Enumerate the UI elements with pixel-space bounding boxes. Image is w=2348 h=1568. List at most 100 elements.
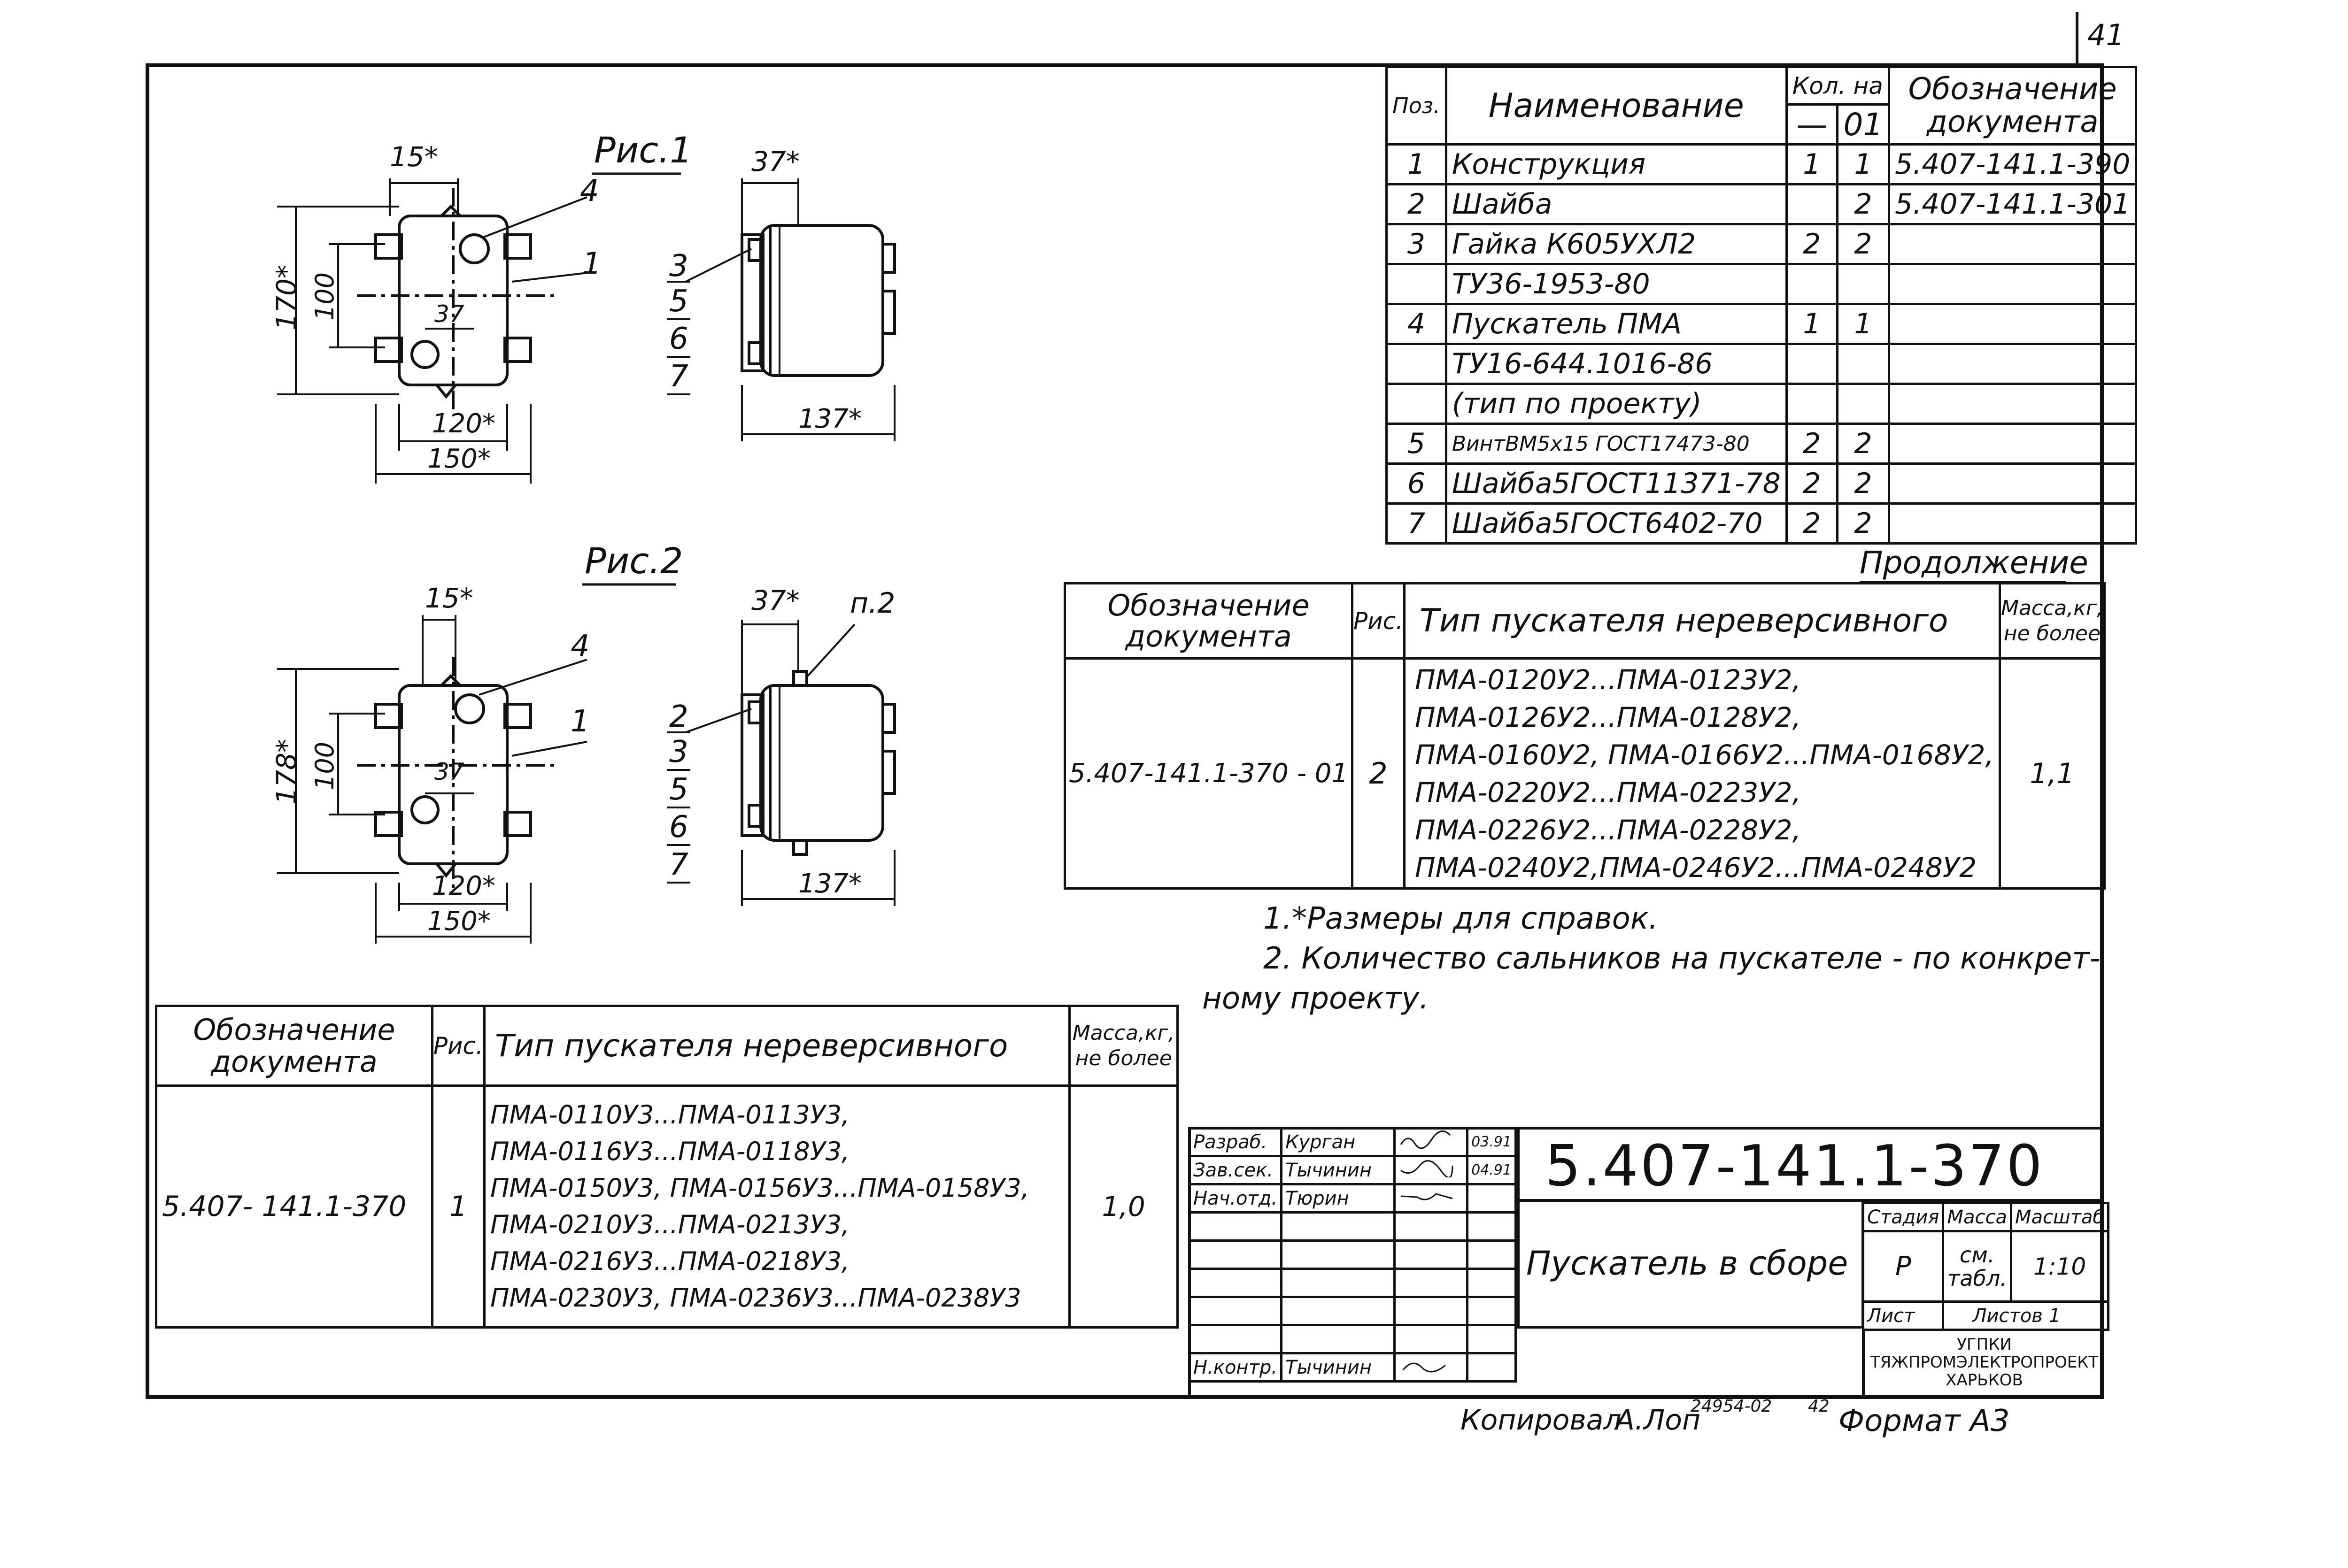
fig1-callout-3: 3 bbox=[669, 249, 688, 284]
signature-icon bbox=[1402, 1362, 1446, 1372]
spec-cell-q: 2 bbox=[1785, 502, 1839, 545]
stage-value: Р bbox=[1861, 1230, 1945, 1303]
spec-row: (тип по проекту) bbox=[1385, 383, 2138, 425]
fig2-dim-137: 137* bbox=[798, 869, 862, 899]
fig2-callout-2: 2 bbox=[669, 699, 688, 734]
fig2-dim-150: 150* bbox=[427, 906, 491, 937]
spec-cell-doc bbox=[1887, 343, 2138, 385]
fig2-dim-120: 120* bbox=[432, 871, 495, 901]
spec-row: ТУ36-1953-80 bbox=[1385, 263, 2138, 305]
sig-empty bbox=[1280, 1268, 1396, 1298]
main-type-line: ПМА-0210У3...ПМА-0213У3, bbox=[490, 1210, 850, 1239]
sheets-label: Листов 1 bbox=[1942, 1300, 2110, 1331]
spec-cell-q: 1 bbox=[1785, 303, 1839, 345]
spec-cell-q01: 2 bbox=[1836, 502, 1890, 545]
sheet-number-box bbox=[2076, 12, 2123, 63]
fig2-front-view bbox=[277, 615, 587, 944]
cont-mass: 1,1 bbox=[1998, 657, 2106, 890]
scale-value: 1:10 bbox=[2009, 1230, 2110, 1303]
note-1: 1.*Размеры для справок. bbox=[1263, 901, 1658, 936]
footer-copied-label: Копировал bbox=[1460, 1404, 1622, 1437]
spec-cell-q01 bbox=[1836, 263, 1890, 305]
fig1-dim-15: 15* bbox=[390, 141, 438, 173]
fig1-dim-37: 37 bbox=[434, 300, 464, 328]
fig1-title: Рис.1 bbox=[594, 129, 693, 171]
spec-row: ТУ16-644.1016-86 bbox=[1385, 343, 2138, 385]
spec-hdr-qty-dash: — bbox=[1785, 103, 1839, 146]
mass-value: см. табл. bbox=[1942, 1230, 2012, 1303]
cont-hdr-doc-2: документа bbox=[1125, 619, 1292, 653]
fig1-callout-7: 7 bbox=[669, 359, 688, 394]
spec-cell-doc bbox=[1887, 462, 2138, 505]
spec-cell-q bbox=[1785, 343, 1839, 385]
item-name: Пускатель в сборе bbox=[1526, 1244, 1848, 1283]
sig-empty bbox=[1466, 1239, 1517, 1270]
spec-cell-q01 bbox=[1836, 343, 1890, 385]
sig-empty bbox=[1280, 1296, 1396, 1326]
mass-label: Масса bbox=[1942, 1202, 2012, 1232]
sig-date: 04.91 bbox=[1466, 1155, 1517, 1185]
spec-cell-doc bbox=[1887, 383, 2138, 425]
spec-cell-q bbox=[1785, 383, 1839, 425]
main-hdr-doc-2: документа bbox=[211, 1044, 378, 1079]
sig-signature bbox=[1393, 1183, 1469, 1214]
spec-cell-q01: 2 bbox=[1836, 462, 1890, 505]
signatures-table: Разраб. Курган 03.91 Зав.сек. Тычинин 04… bbox=[1188, 1127, 1517, 1383]
sig-role: Зав.сек. bbox=[1188, 1155, 1283, 1185]
spec-cell-doc bbox=[1887, 502, 2138, 545]
fig2-dim-37-top: 37* bbox=[751, 584, 800, 616]
spec-cell-q01: 1 bbox=[1836, 303, 1890, 345]
spec-cell-doc bbox=[1887, 263, 2138, 305]
spec-cell-name: Шайба5ГОСТ6402-70 bbox=[1444, 502, 1788, 545]
cont-hdr-mass: Масса,кг,не более bbox=[1998, 582, 2106, 660]
footer-inventory: 24954-02 bbox=[1691, 1397, 1772, 1416]
cont-hdr-fig: Рис. bbox=[1351, 582, 1406, 660]
org-line: ХАРЬКОВ bbox=[1946, 1371, 2023, 1390]
sig-empty bbox=[1188, 1239, 1283, 1270]
sig-name: Тюрин bbox=[1280, 1183, 1396, 1214]
fig2-dim-37: 37 bbox=[434, 758, 464, 785]
signature-icon bbox=[1400, 1130, 1451, 1149]
cont-type-line: ПМА-0220У2...ПМА-0223У2, bbox=[1415, 776, 1801, 808]
main-hdr-fig: Рис. bbox=[431, 1005, 486, 1087]
spec-cell-name: ВинтВМ5х15 ГОСТ17473-80 bbox=[1444, 423, 1788, 465]
spec-cell-pos: 5 bbox=[1385, 423, 1447, 465]
main-hdr-doc-1: Обозначение bbox=[193, 1012, 395, 1047]
fig1-callout-5: 5 bbox=[669, 284, 688, 319]
sig-empty bbox=[1466, 1352, 1517, 1383]
spec-cell-name: Гайка К605УХЛ2 bbox=[1444, 223, 1788, 265]
sig-empty bbox=[1393, 1324, 1469, 1354]
spec-cell-pos bbox=[1385, 383, 1447, 425]
cont-doc: 5.407-141.1-370 - 01 bbox=[1064, 657, 1353, 890]
org-line: ТЯЖПРОМЭЛЕКТРОПРОЕКТ bbox=[1870, 1353, 2099, 1372]
fig1-front-view bbox=[277, 178, 592, 484]
sig-empty bbox=[1393, 1211, 1469, 1242]
main-hdr-mass-1: Масса,кг, bbox=[1072, 1021, 1175, 1045]
spec-cell-q01: 2 bbox=[1836, 183, 1890, 225]
note-2: 2. Количество сальников на пускателе - п… bbox=[1263, 941, 2101, 976]
spec-cell-pos bbox=[1385, 263, 1447, 305]
main-hdr-mass: Масса,кг,не более bbox=[1068, 1005, 1179, 1087]
main-mass: 1,0 bbox=[1068, 1084, 1179, 1329]
fig1-callout-1: 1 bbox=[582, 246, 602, 281]
cont-type-line: ПМА-0120У2...ПМА-0123У2, bbox=[1415, 663, 1801, 696]
sig-empty bbox=[1188, 1324, 1283, 1354]
spec-cell-name: ТУ16-644.1016-86 bbox=[1444, 343, 1788, 385]
main-type-line: ПМА-0150У3, ПМА-0156У3...ПМА-0158У3, bbox=[490, 1173, 1029, 1203]
stage-label: Стадия bbox=[1861, 1202, 1945, 1232]
sig-name: Тычинин bbox=[1280, 1155, 1396, 1185]
sig-signature bbox=[1393, 1127, 1469, 1157]
sig-empty bbox=[1188, 1268, 1283, 1298]
cont-hdr-mass-2: не более bbox=[2003, 621, 2101, 646]
stage-table: Стадия Масса Масштаб Р см. табл. 1:10 Ли… bbox=[1861, 1202, 2110, 1331]
cont-hdr-mass-1: Масса,кг, bbox=[2000, 596, 2103, 620]
sheet-label: Лист bbox=[1861, 1300, 1945, 1331]
fig2-dim-100: 100 bbox=[310, 741, 340, 791]
